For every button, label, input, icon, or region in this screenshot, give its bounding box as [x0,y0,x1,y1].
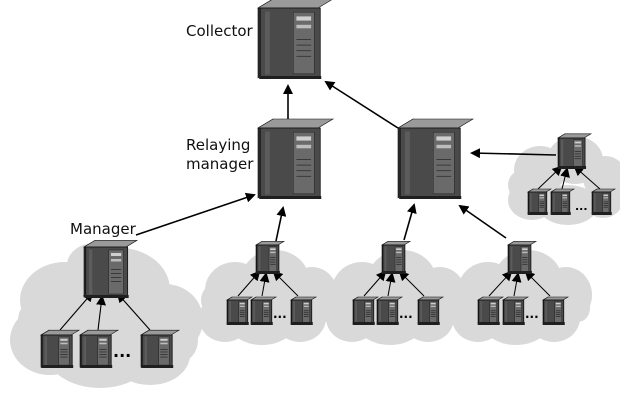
arrow-r-leaf1 [537,165,563,190]
subnet3-leaf-2 [501,296,530,325]
arrow-remote-to-relay2 [470,148,557,159]
manager-leaf-3 [139,329,181,368]
relaying-manager-label-line2: manager [186,155,254,173]
relaying-manager-server [256,118,335,199]
subnet3-leaf-1 [476,296,505,325]
manager-label: Manager [70,220,136,238]
arrow-s3-leaf1 [488,270,513,297]
arrow-subnet2-to-relay2 [403,203,417,241]
manager-server [82,239,139,298]
subnet2-manager [380,240,412,274]
remote-subnet-manager-server [556,133,593,169]
subnet2-leaf-3 [416,296,445,325]
arrow-manager-leaf3 [116,292,151,331]
arrow-manager-to-relay [135,192,256,236]
subnet1-ellipsis: ... [273,307,287,321]
subnet3-ellipsis: ... [525,307,539,321]
manager-ellipsis: ... [113,342,131,361]
collector-label: Collector [186,22,253,40]
arrow-s1-leaf2 [259,272,270,297]
arrow-relay2-to-collector [324,80,399,129]
subnet3-manager [506,240,538,274]
relaying-manager-label-line1: Relaying [186,136,251,154]
arrow-s3-leaf3 [524,270,551,297]
remote-ellipsis: ... [575,200,588,213]
arrow-s2-leaf2 [385,272,396,297]
subnet1-leaf-2 [249,296,278,325]
arrow-s2-leaf3 [398,270,425,297]
subnet1-leaf-3 [289,296,318,325]
subnet3-leaf-3 [541,296,570,325]
arrow-subnet3-to-relay2 [458,204,507,239]
arrow-s3-leaf2 [511,272,522,297]
arrow-manager-leaf2 [96,295,107,331]
arrow-manager-leaf1 [59,291,94,331]
subnet1-leaf-1 [225,296,254,325]
manager-leaf-2 [78,329,120,368]
manager-leaf-1 [39,329,81,368]
arrow-subnet1-to-relay [275,206,287,242]
remote-leaf-2 [549,188,576,215]
collector-server [256,0,332,79]
subnet2-leaf-1 [351,296,380,325]
remote-leaf-1 [526,188,553,215]
arrow-s2-leaf1 [363,270,387,297]
arrow-s1-leaf3 [272,270,299,297]
relay-manager-server-2 [396,118,475,199]
arrow-s1-leaf1 [237,270,261,297]
subnet1-manager [254,240,286,274]
remote-leaf-3 [590,188,617,215]
subnet2-ellipsis: ... [399,307,413,321]
arrow-r-leaf3 [573,165,601,190]
arrow-r-leaf2 [560,167,570,190]
subnet2-leaf-2 [375,296,404,325]
